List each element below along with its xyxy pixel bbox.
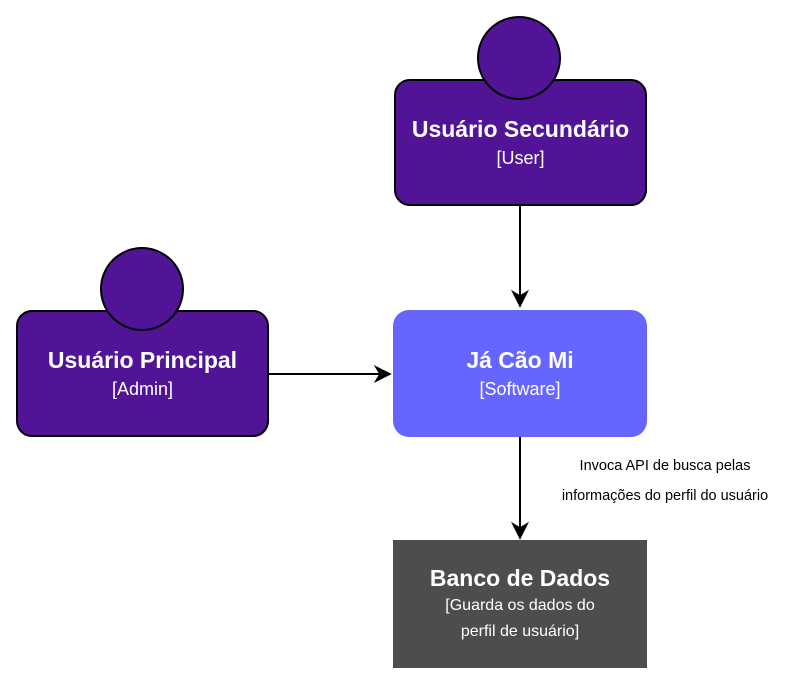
primary-user-title: Usuário Principal <box>47 346 238 373</box>
software-title: Já Cão Mi <box>466 346 574 373</box>
software-to-database-label: Invoca API de busca pelas informações do… <box>540 451 790 511</box>
database-title: Banco de Dados <box>429 565 611 591</box>
secondary-user-tag: [User] <box>496 147 545 168</box>
database-tag-line1: [Guarda os dados do <box>445 597 595 614</box>
secondary-user-node[interactable]: Usuário Secundário [User] <box>394 79 647 206</box>
secondary-user-title: Usuário Secundário <box>411 115 630 142</box>
edge-label-line1: Invoca API de busca pelas <box>579 458 751 474</box>
primary-user-tag: [Admin] <box>111 378 174 399</box>
software-tag: [Software] <box>479 378 561 399</box>
primary-user-head-icon <box>100 247 184 331</box>
software-node[interactable]: Já Cão Mi [Software] <box>393 310 647 437</box>
database-node[interactable]: Banco de Dados [Guarda os dados do perfi… <box>393 540 647 668</box>
edge-label-line2: informações do perfil do usuário <box>561 488 769 504</box>
secondary-user-head-icon <box>477 16 561 100</box>
primary-user-node[interactable]: Usuário Principal [Admin] <box>16 310 269 437</box>
database-tag-line2: perfil de usuário] <box>460 623 580 640</box>
